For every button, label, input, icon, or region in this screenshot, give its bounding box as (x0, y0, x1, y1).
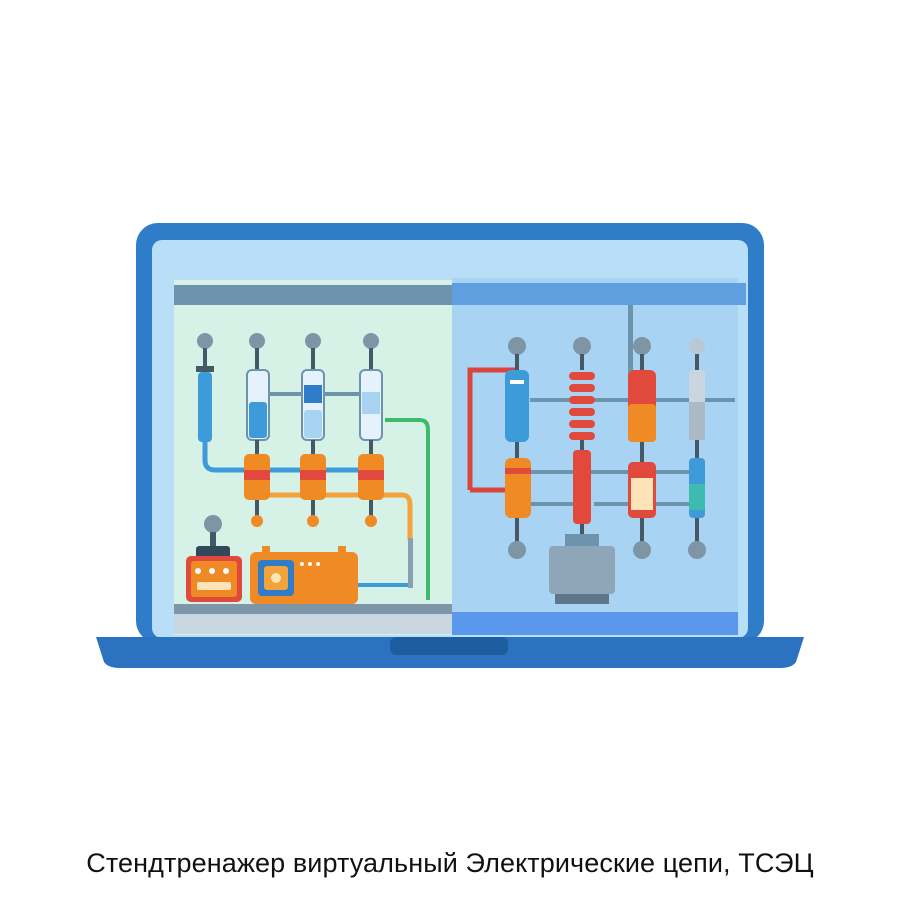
transformer-icon (549, 534, 615, 604)
resistor-column-1 (244, 333, 270, 527)
circuit-board-left (174, 280, 452, 635)
capacitor-icon (196, 333, 214, 442)
capacitor-column-3 (628, 337, 656, 559)
resistor-column-3 (358, 333, 384, 527)
power-supply-icon (250, 546, 358, 604)
laptop-illustration (96, 223, 804, 668)
resistor-icon (569, 337, 595, 546)
resistor-column-2 (300, 333, 326, 527)
switch-knob-icon (186, 515, 242, 602)
product-caption: Стендтренажер виртуальный Электрические … (86, 848, 814, 878)
capacitor-column-1 (505, 337, 531, 559)
capacitor-column-4 (688, 338, 706, 559)
circuit-board-right (452, 278, 746, 635)
